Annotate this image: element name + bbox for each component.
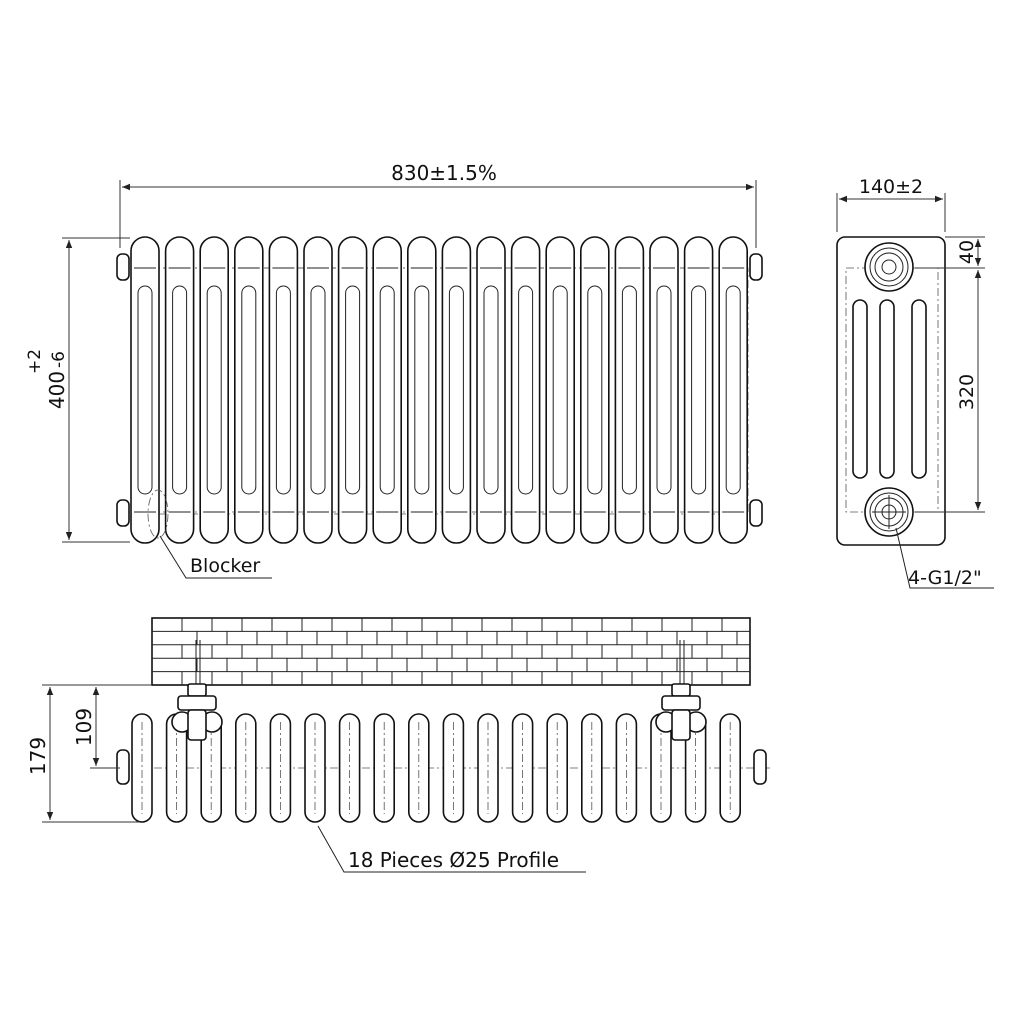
bracket-left: [171, 640, 223, 741]
front-column: [337, 236, 368, 544]
height-dimension-label-group: 400 +2 -6: [25, 349, 69, 409]
profile-leader: [317, 825, 586, 873]
front-column: [234, 236, 264, 544]
top-column-group: [131, 713, 742, 823]
depth-dimension-label: 179: [26, 737, 50, 775]
front-column-group: [130, 236, 749, 544]
bracket-right: [655, 640, 707, 741]
front-column: [510, 236, 541, 544]
top-thread-fitting: [864, 242, 914, 292]
brick-pattern: [152, 618, 750, 685]
front-column: [649, 236, 679, 544]
top-end-plug-right: [753, 749, 767, 785]
front-column: [268, 236, 299, 544]
front-column: [406, 236, 437, 544]
front-column: [130, 236, 160, 544]
end-plug-top-right: [749, 253, 763, 281]
front-column: [579, 236, 610, 544]
side-tube-3: [911, 299, 927, 479]
blocker-label: Blocker: [190, 555, 260, 577]
front-column: [614, 236, 645, 544]
side-width-dimension-label: 140±2: [859, 176, 923, 198]
side-tube-1: [852, 299, 868, 479]
side-view: 4-G1/2" 140±2 40 320: [836, 176, 994, 589]
front-column: [545, 236, 576, 544]
top-column: [580, 713, 603, 823]
top-column: [511, 713, 534, 823]
front-column: [683, 236, 714, 544]
front-view: Blocker 830±1.5% 400 +2 -6: [25, 161, 763, 579]
thread-leader: [895, 527, 994, 589]
centers-label: 320: [956, 374, 978, 410]
top-column: [373, 713, 396, 823]
thread-label: 4-G1/2": [908, 567, 982, 589]
front-column: [199, 236, 229, 544]
front-column: [476, 236, 506, 544]
top-view: 179 109 18 Pieces Ø25 Profile: [26, 617, 770, 873]
brick-wall: [151, 617, 751, 686]
top-offset-label: 40: [956, 240, 978, 264]
blocker-leader: [159, 535, 272, 579]
height-tolerance-plus: +2: [25, 349, 45, 374]
top-column: [615, 713, 638, 823]
width-dimension-label: 830±1.5%: [391, 161, 497, 185]
profile-label: 18 Pieces Ø25 Profile: [348, 848, 559, 872]
front-column: [441, 236, 472, 544]
height-tolerance-minus: -6: [49, 351, 69, 368]
wall-outline: [151, 617, 751, 686]
front-column: [303, 236, 333, 544]
end-plug-bottom-right: [749, 499, 763, 527]
height-dimension-value: 400: [45, 371, 69, 409]
blocker-marker: [147, 489, 169, 539]
end-plug-bottom-left: [116, 499, 130, 527]
top-end-plug-left: [116, 749, 130, 785]
bottom-thread-fitting: [864, 487, 914, 537]
side-view-centerline-frame: [845, 267, 939, 513]
top-column: [131, 713, 153, 823]
top-column: [407, 713, 430, 823]
top-column: [269, 713, 292, 823]
front-column: [372, 236, 403, 544]
front-column: [718, 236, 749, 544]
top-column: [442, 713, 465, 823]
side-tube-2: [879, 299, 895, 479]
top-column: [477, 713, 499, 823]
top-column: [338, 713, 361, 823]
top-column: [546, 713, 569, 823]
wall-offset-dimension-label: 109: [72, 708, 96, 746]
top-column: [719, 713, 742, 823]
end-plug-top-left: [116, 253, 130, 281]
front-column: [164, 236, 195, 544]
top-column: [304, 713, 326, 823]
top-column: [235, 713, 257, 823]
